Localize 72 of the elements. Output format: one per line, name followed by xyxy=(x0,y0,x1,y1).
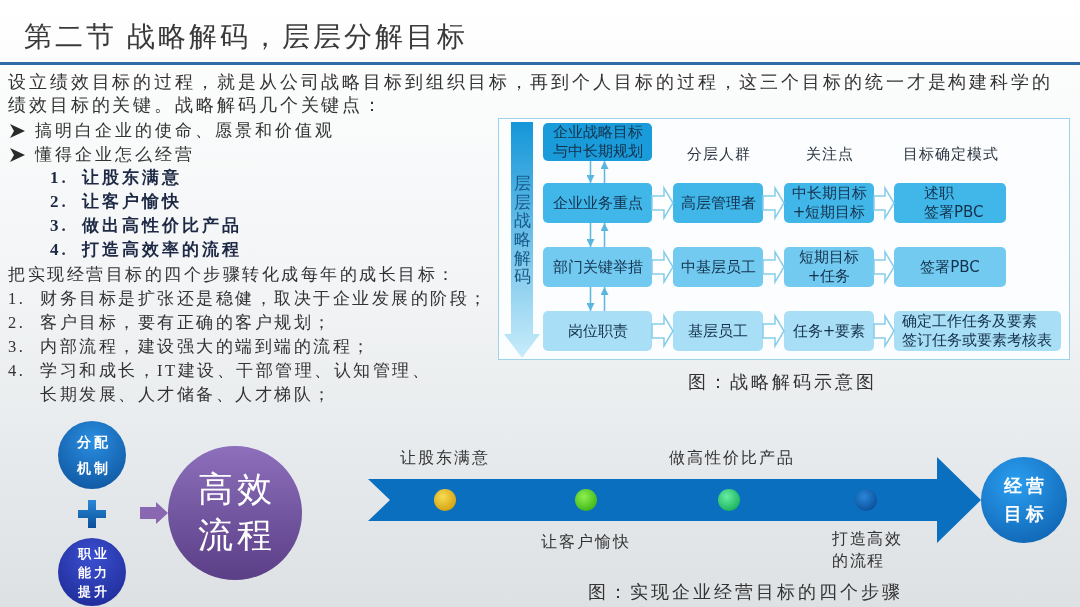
process-box xyxy=(673,311,763,351)
node-text: 中基层员工 xyxy=(680,257,756,277)
node-text: 经营目标 xyxy=(1002,474,1049,526)
process-box xyxy=(784,247,874,287)
process-box xyxy=(894,311,1061,351)
arrow xyxy=(600,222,609,248)
block-arrow xyxy=(873,313,895,349)
block-arrow xyxy=(762,249,785,285)
timeline-arrow xyxy=(368,457,981,543)
node-text: 高效流程 xyxy=(197,469,277,557)
node-text: 岗位职责 xyxy=(567,321,628,341)
milestone-label: 打造高效的流程 xyxy=(832,529,903,571)
process-box xyxy=(543,247,652,287)
node-text: 确定工作任务及要素 xyxy=(902,312,1037,331)
column-header: 关注点 xyxy=(805,144,855,165)
down-arrow xyxy=(504,122,540,358)
node-text: 基层员工 xyxy=(688,321,748,341)
node-text: 企业战略目标与中长期规划 xyxy=(551,123,644,161)
arrow xyxy=(600,160,609,184)
key-point: 3. 做出高性价比产品 xyxy=(50,215,242,237)
list-item: 1. 财务目标是扩张还是稳健，取决于企业发展的阶段； xyxy=(8,288,489,310)
vertical-text: 层层战略解码 xyxy=(513,174,531,287)
process-box xyxy=(784,183,874,223)
column-header: 目标确定模式 xyxy=(902,144,1000,165)
milestone-label: 让股东满意 xyxy=(399,448,491,468)
key-point: 4. 打造高效率的流程 xyxy=(50,239,242,261)
key-point: 1. 让股东满意 xyxy=(50,167,182,189)
bullet-text: 搞明白企业的使命、愿景和价值观 xyxy=(35,120,335,142)
column-header: 分层人群 xyxy=(686,144,752,165)
process-box xyxy=(894,183,1006,223)
block-arrow xyxy=(651,185,674,221)
arrow xyxy=(586,160,595,184)
bullet-text: 懂得企业怎么经营 xyxy=(35,144,195,166)
key-point: 2. 让客户愉快 xyxy=(50,191,182,213)
arrow xyxy=(586,222,595,248)
node-text: 签署PBC xyxy=(920,257,980,277)
process-box xyxy=(894,247,1006,287)
list-item: 3. 内部流程，建设强大的端到端的流程； xyxy=(8,336,372,358)
process-box xyxy=(784,311,874,351)
process-box xyxy=(673,183,763,223)
node-text: 职业能力提升 xyxy=(76,544,111,601)
arrow xyxy=(600,286,609,312)
list-item: 4. 学习和成长，IT建设、干部管理、认知管理、长期发展、人才储备、人才梯队； xyxy=(8,360,433,406)
node-text: 签署PBC xyxy=(924,203,984,222)
block-arrow xyxy=(873,185,895,221)
page-title: 第二节 战略解码，层层分解目标 xyxy=(24,20,468,54)
milestone-label: 让客户愉快 xyxy=(540,532,632,552)
node-text: 高层管理者 xyxy=(680,193,756,213)
arrow xyxy=(586,286,595,312)
node-text: 分配机制 xyxy=(75,433,112,478)
node-text: 企业业务重点 xyxy=(552,193,643,213)
process-box xyxy=(543,311,652,351)
block-arrow xyxy=(140,502,168,524)
node-text: 任务+要素 xyxy=(792,321,866,341)
node-text: 述职 xyxy=(924,184,954,203)
diagram-panel xyxy=(498,118,1070,360)
process-box xyxy=(673,247,763,287)
block-arrow xyxy=(873,249,895,285)
node-text: 签订任务或要素考核表 xyxy=(902,331,1052,350)
figure-caption: 图：战略解码示意图 xyxy=(686,371,878,394)
block-arrow xyxy=(762,185,785,221)
node-text: 部门关键举措 xyxy=(552,257,643,277)
list-item: 2. 客户目标，要有正确的客户规划； xyxy=(8,312,333,334)
node-text: 短期目标+任务 xyxy=(798,248,860,286)
block-arrow xyxy=(651,313,674,349)
block-arrow xyxy=(651,249,674,285)
process-box xyxy=(543,183,652,223)
figure-caption: 图：实现企业经营目标的四个步骤 xyxy=(586,581,904,604)
intro-paragraph: 设立绩效目标的过程，就是从公司战略目标到组织目标，再到个人目标的过程，这三个目标的统一才是构建科学的绩效目标的关键。战略解码几个关键点： xyxy=(8,71,1054,117)
intro-sentence: 把实现经营目标的四个步骤转化成每年的成长目标： xyxy=(8,264,457,286)
block-arrow xyxy=(762,313,785,349)
node-text: 中长期目标+短期目标 xyxy=(790,184,868,222)
